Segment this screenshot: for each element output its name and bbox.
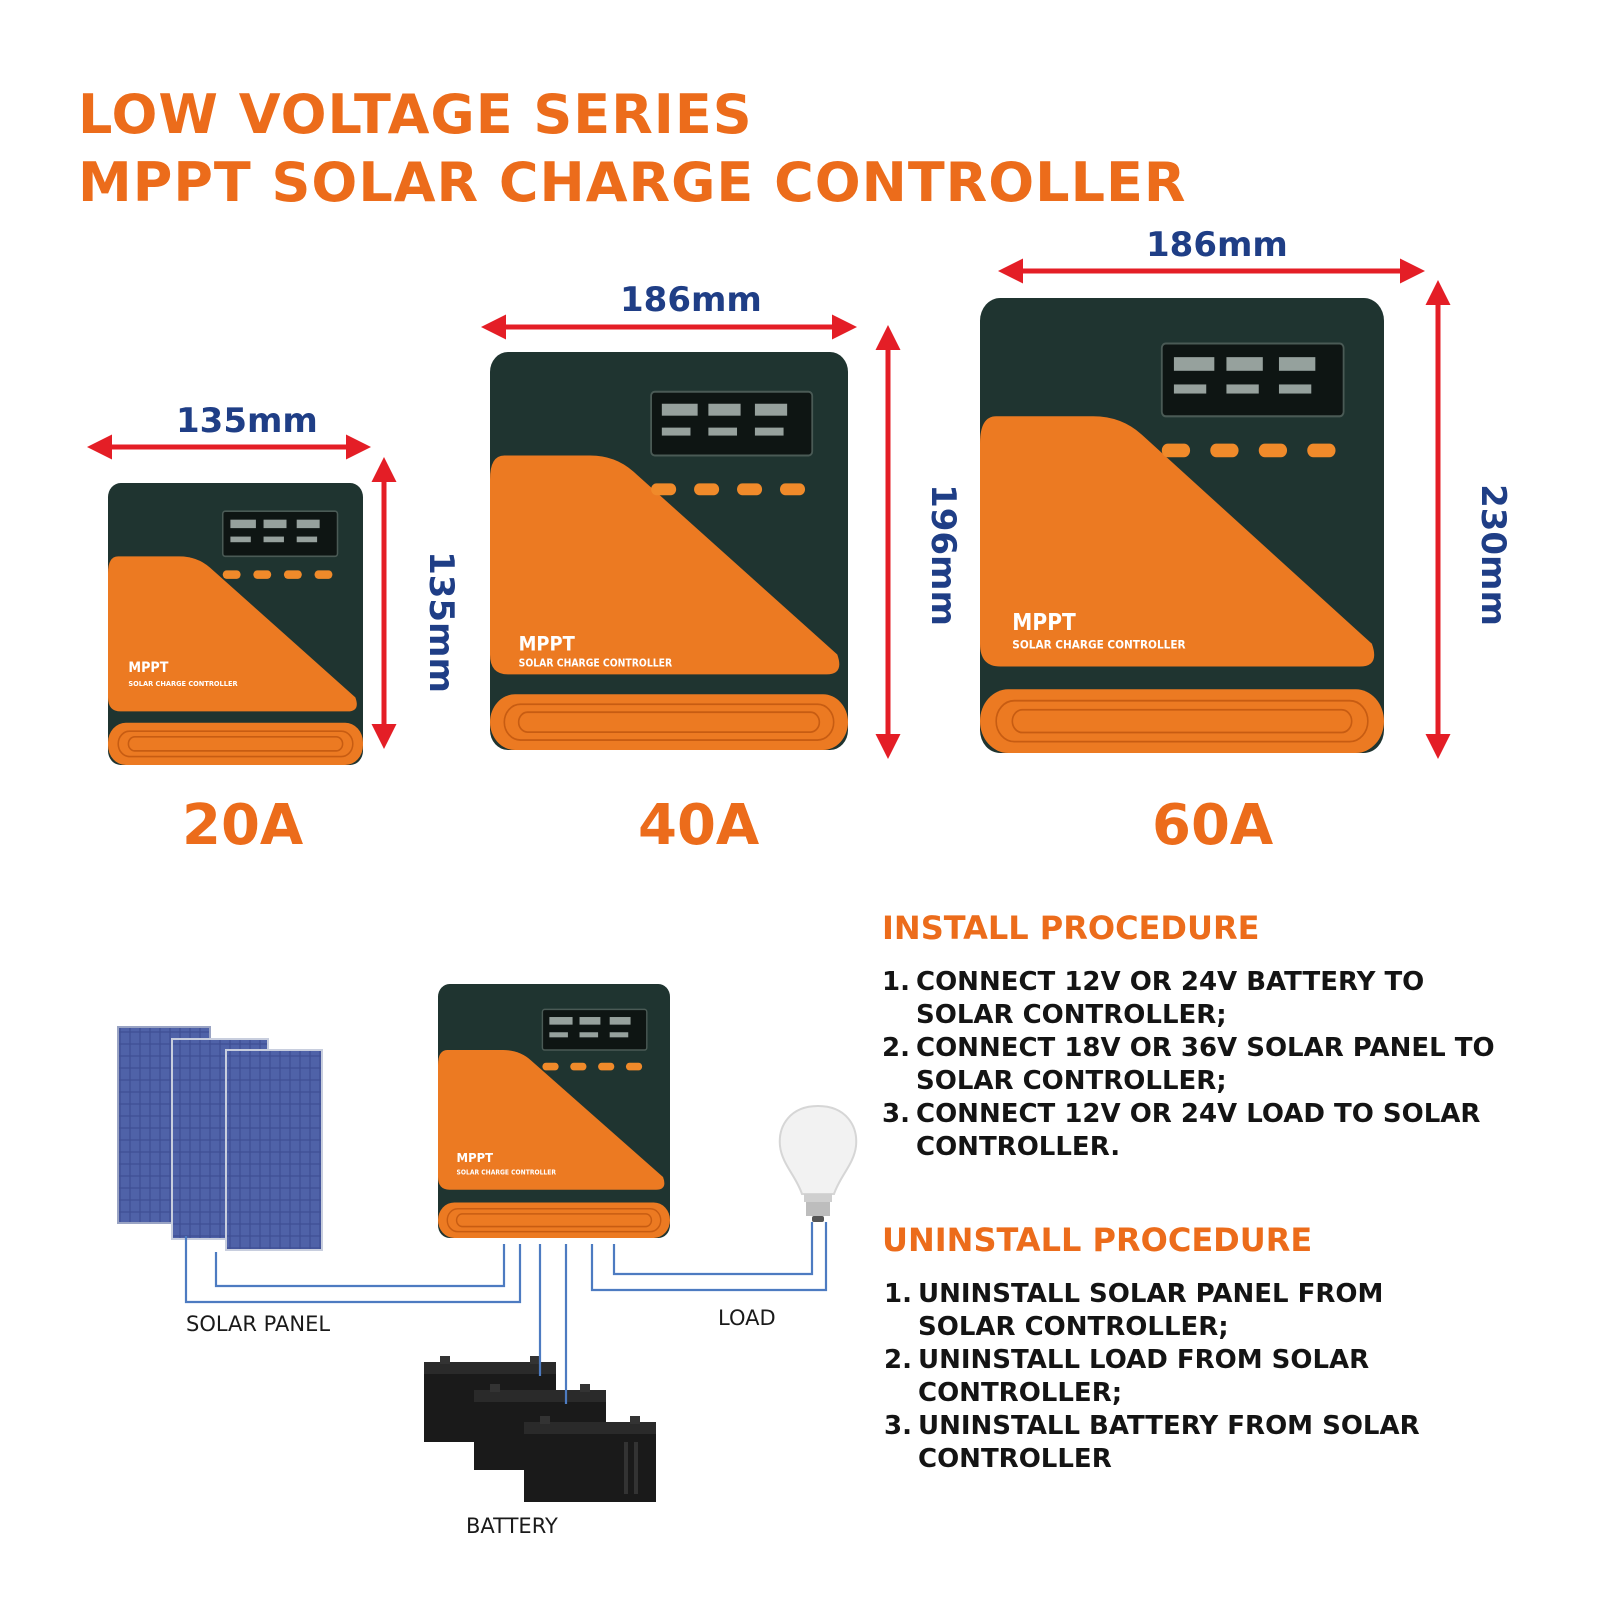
model-label-20a: 20A (182, 793, 304, 858)
height-label-40a: 196mm (922, 484, 963, 626)
width-label-40a: 186mm (620, 280, 762, 320)
controller-brand: MPPT (457, 1150, 494, 1165)
uninstall-heading: UNINSTALL PROCEDURE (882, 1221, 1313, 1259)
controller-40a: MPPT SOLAR CHARGE CONTROLLER (490, 352, 848, 750)
solar-panels (117, 1026, 323, 1251)
uninstall-step: 2.UNINSTALL LOAD FROM SOLAR CONTROLLER; (884, 1345, 1370, 1408)
install-step: 2.CONNECT 18V OR 36V SOLAR PANEL TO SOLA… (882, 1033, 1495, 1096)
uninstall-step: 3.UNINSTALL BATTERY FROM SOLAR CONTROLLE… (884, 1411, 1420, 1474)
install-heading: INSTALL PROCEDURE (882, 909, 1260, 947)
height-label-60a: 230mm (1472, 484, 1513, 626)
install-step: 3.CONNECT 12V OR 24V LOAD TO SOLAR CONTR… (882, 1099, 1481, 1162)
controller-brand: MPPT (128, 660, 169, 676)
light-bulb-icon (778, 1104, 858, 1222)
diagram-controller: MPPT SOLAR CHARGE CONTROLLER (438, 984, 670, 1238)
controller-subtitle: SOLAR CHARGE CONTROLLER (519, 658, 673, 670)
model-label-60a: 60A (1152, 793, 1274, 858)
controller-brand: MPPT (1012, 610, 1076, 636)
controller-brand: MPPT (519, 633, 575, 656)
controller-60a: MPPT SOLAR CHARGE CONTROLLER (980, 298, 1384, 753)
width-label-20a: 135mm (176, 401, 318, 441)
uninstall-step: 1.UNINSTALL SOLAR PANEL FROM SOLAR CONTR… (884, 1279, 1384, 1342)
controller-subtitle: SOLAR CHARGE CONTROLLER (457, 1169, 557, 1176)
controller-subtitle: SOLAR CHARGE CONTROLLER (1012, 638, 1186, 652)
model-label-40a: 40A (638, 793, 760, 858)
batteries (424, 1356, 656, 1502)
title-line-2: MPPT SOLAR CHARGE CONTROLLER (78, 151, 1187, 214)
battery-label: BATTERY (466, 1514, 558, 1538)
solar-panel-label: SOLAR PANEL (186, 1312, 331, 1336)
controller-subtitle: SOLAR CHARGE CONTROLLER (128, 680, 238, 688)
height-label-20a: 135mm (420, 551, 461, 693)
uninstall-steps: 1.UNINSTALL SOLAR PANEL FROM SOLAR CONTR… (884, 1278, 1444, 1476)
width-label-60a: 186mm (1146, 225, 1288, 265)
dimension-arrows (87, 258, 1451, 759)
load-label: LOAD (718, 1306, 776, 1330)
controller-20a: MPPT SOLAR CHARGE CONTROLLER (108, 483, 363, 765)
wires (184, 1222, 828, 1404)
install-step: 1.CONNECT 12V OR 24V BATTERY TO SOLAR CO… (882, 967, 1425, 1030)
title-line-1: LOW VOLTAGE SERIES (78, 83, 753, 146)
install-steps: 1.CONNECT 12V OR 24V BATTERY TO SOLAR CO… (882, 966, 1502, 1164)
